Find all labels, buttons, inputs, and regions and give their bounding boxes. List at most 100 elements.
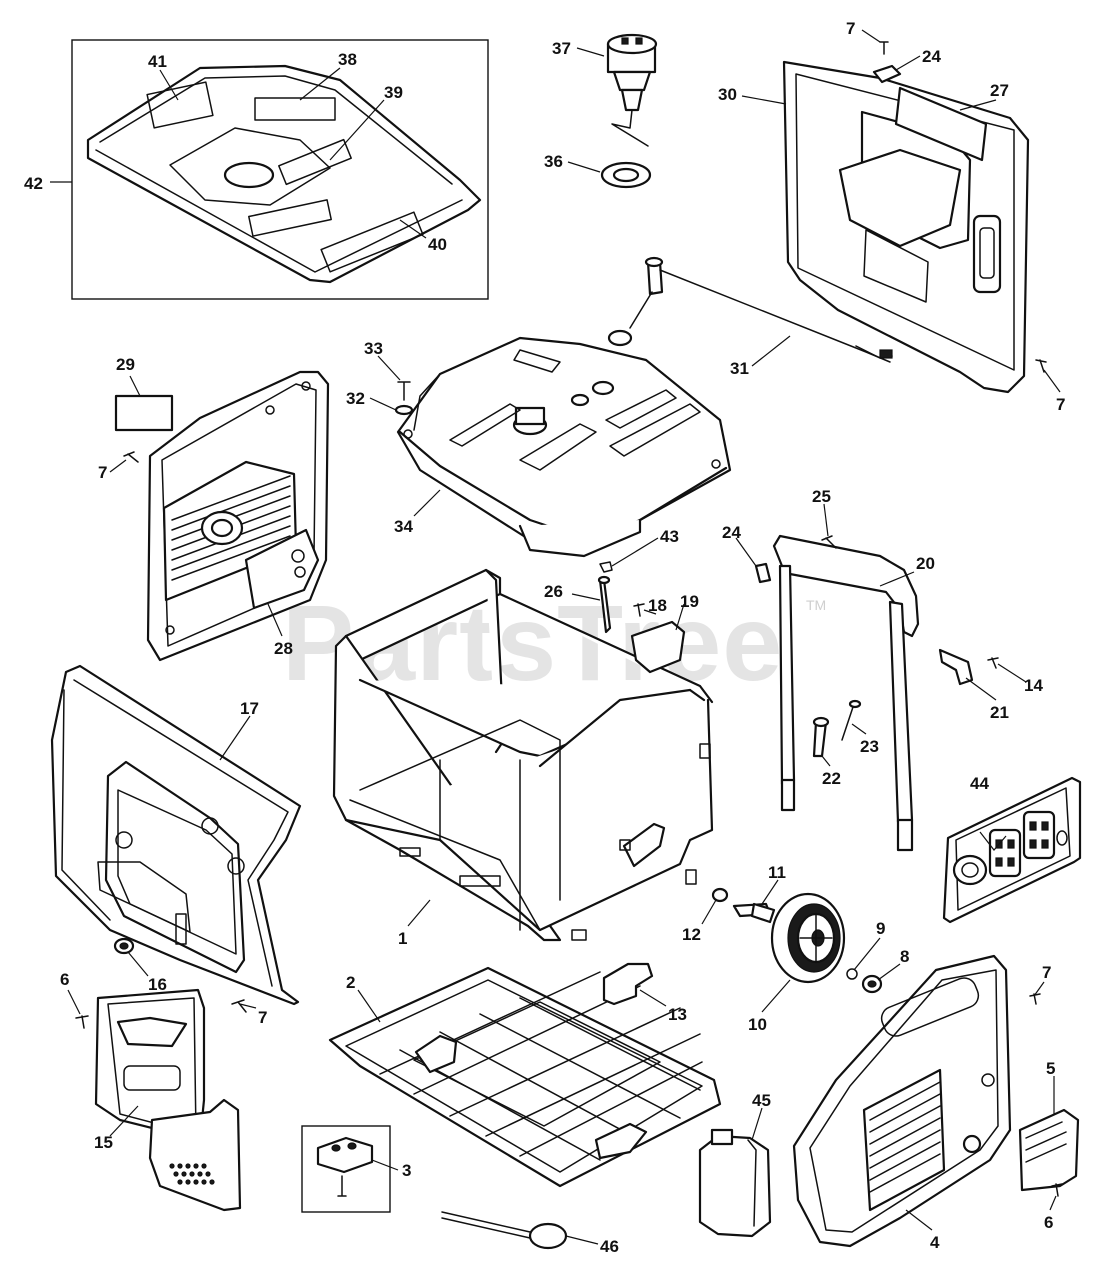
part-7-screw-rear (1035, 359, 1047, 373)
part-42-top-cover (71, 39, 489, 300)
callout-16: 16 (148, 975, 167, 994)
part-32-washer (394, 404, 414, 416)
callout-42: 42 (24, 174, 43, 193)
callout-30: 30 (718, 85, 737, 104)
part-22-bolt (812, 716, 830, 758)
callout-7-top: 7 (846, 19, 855, 38)
part-28-side-panel (146, 370, 330, 662)
callout-13: 13 (668, 1005, 687, 1024)
callout-31: 31 (730, 359, 749, 378)
part-7-screw-left (123, 451, 139, 463)
callout-7-rear: 7 (1056, 395, 1065, 414)
callout-39: 39 (384, 83, 403, 102)
part-12-nut (711, 887, 729, 903)
part-5-vent (1018, 1108, 1080, 1192)
part-31-fuel-gauge (607, 256, 893, 363)
part-10-wheel (770, 892, 846, 984)
callout-33: 33 (364, 339, 383, 358)
part-26-bolt (597, 575, 612, 634)
callout-9: 9 (876, 919, 885, 938)
callout-18: 18 (648, 596, 667, 615)
part-24-clip-handle (754, 562, 772, 584)
callout-22: 22 (822, 769, 841, 788)
callout-12: 12 (682, 925, 701, 944)
callout-7-lower-left: 7 (258, 1008, 267, 1027)
callout-17: 17 (240, 699, 259, 718)
part-29-label (114, 394, 174, 432)
part-20-handle (772, 534, 920, 852)
callout-46: 46 (600, 1237, 619, 1256)
part-18-screw (633, 603, 645, 617)
callout-29: 29 (116, 355, 135, 374)
callout-7-right: 7 (1042, 963, 1051, 982)
callout-3: 3 (402, 1161, 411, 1180)
callout-6-right: 6 (1044, 1213, 1053, 1232)
callout-5: 5 (1046, 1059, 1055, 1078)
callout-1: 1 (398, 929, 407, 948)
callout-37: 37 (552, 39, 571, 58)
callout-45: 45 (752, 1091, 771, 1110)
part-23-bolt (841, 699, 862, 741)
callout-6-left: 6 (60, 970, 69, 989)
watermark-trademark: TM (806, 597, 826, 613)
callout-43: 43 (660, 527, 679, 546)
part-1-frame (332, 568, 714, 942)
part-15-muffler-cover (94, 988, 242, 1212)
part-37-fuel-cap (606, 33, 658, 147)
part-7-screw-top (879, 41, 889, 55)
callout-10: 10 (748, 1015, 767, 1034)
part-4-side-panel (792, 954, 1012, 1248)
callout-19: 19 (680, 592, 699, 611)
part-34-fuel-tank (396, 336, 732, 558)
callout-2: 2 (346, 973, 355, 992)
part-21-bracket (938, 648, 974, 686)
callout-8: 8 (900, 947, 909, 966)
callout-23: 23 (860, 737, 879, 756)
callout-44: 44 (970, 774, 989, 793)
callout-27: 27 (990, 81, 1009, 100)
callout-32: 32 (346, 389, 365, 408)
part-19-bracket (630, 620, 686, 674)
part-6-screw-right (1051, 1183, 1063, 1197)
part-17-front-panel (50, 664, 302, 1006)
part-13-mount (602, 962, 654, 1006)
part-36-gasket (600, 161, 652, 189)
callout-40: 40 (428, 235, 447, 254)
callout-36: 36 (544, 152, 563, 171)
callout-4: 4 (930, 1233, 940, 1252)
callout-34: 34 (394, 517, 413, 536)
callout-26: 26 (544, 582, 563, 601)
part-7-screw-lower-left (231, 999, 247, 1013)
part-44-outlet-panel (942, 776, 1082, 924)
callout-7-left: 7 (98, 463, 107, 482)
callout-41: 41 (148, 52, 167, 71)
part-43-clip (599, 561, 613, 573)
callout-14: 14 (1024, 676, 1043, 695)
callout-24-top: 24 (922, 47, 941, 66)
callout-38: 38 (338, 50, 357, 69)
part-14-screw (987, 657, 999, 669)
callout-11: 11 (768, 863, 786, 882)
part-8-cap (861, 974, 883, 994)
part-27-label (894, 86, 988, 162)
part-9-clip (846, 968, 858, 980)
callout-28: 28 (274, 639, 293, 658)
callout-21: 21 (990, 703, 1009, 722)
part-16-grommet (113, 937, 135, 955)
callout-25: 25 (812, 487, 831, 506)
part-11-axle (732, 902, 776, 924)
leader-lines (50, 29, 1061, 1245)
callout-20: 20 (916, 554, 935, 573)
callout-15: 15 (94, 1133, 113, 1152)
part-2-base-pan (328, 966, 722, 1188)
part-3-mount-kit (301, 1125, 391, 1213)
part-46-funnel (441, 1211, 568, 1250)
part-24-clip-top (872, 64, 902, 84)
part-45-oil-bottle (698, 1128, 772, 1238)
part-25-screw (821, 535, 837, 549)
callout-24-handle: 24 (722, 523, 741, 542)
callout-labels: 41 38 39 42 40 37 36 7 24 30 27 31 7 29 … (24, 19, 1065, 1256)
part-6-screw-left (75, 1015, 89, 1029)
part-33-bolt (397, 381, 411, 401)
